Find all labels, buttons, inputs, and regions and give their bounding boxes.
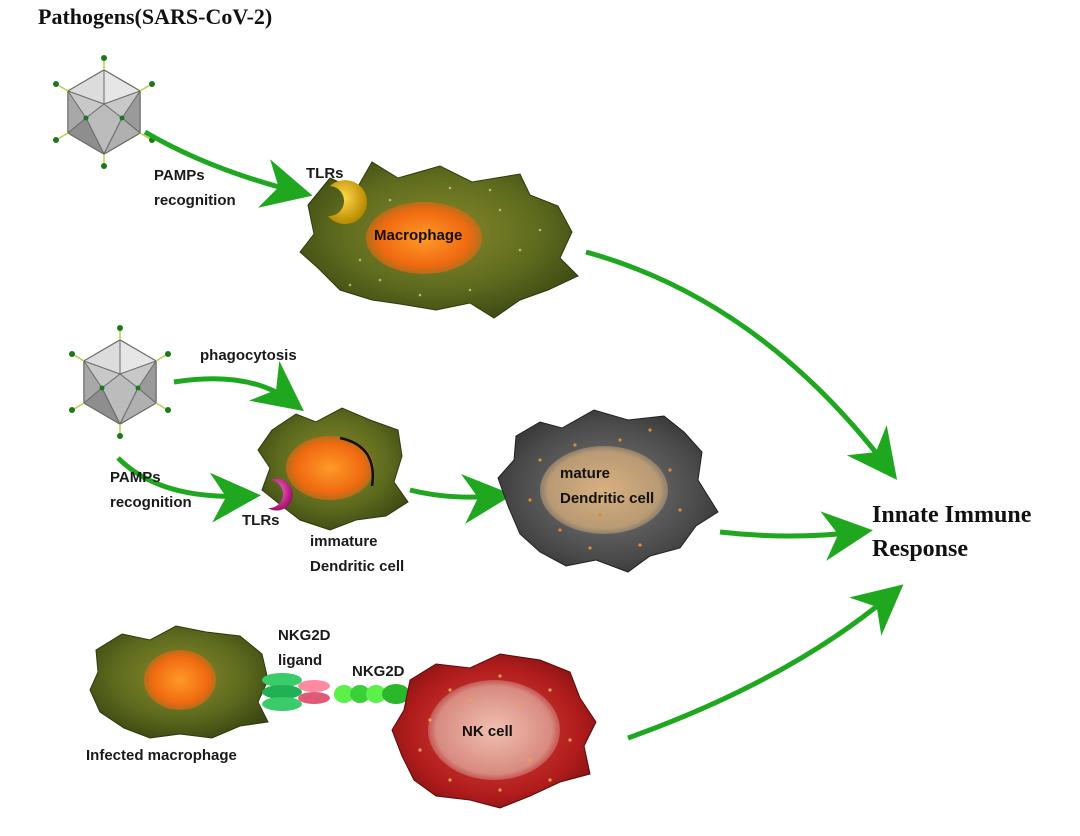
nkg2d-ligand-label-line2: ligand (278, 652, 322, 669)
innate-response-label-line1: Innate Immune (872, 502, 1032, 528)
macrophage-nucleus (366, 202, 482, 274)
tlr-receptor-middle (268, 478, 293, 511)
tlrs-label-top: TLRs (306, 165, 344, 182)
mature-dc-label-line1: mature (560, 465, 610, 482)
virus-icon-middle (68, 324, 172, 440)
immature-dc-nucleus (286, 436, 374, 500)
nk-cell-core (428, 680, 560, 780)
nkg2d-ligand (262, 673, 330, 711)
macrophage-cell (299, 161, 579, 319)
macrophage-to-response-arrow (585, 249, 898, 480)
innate-response-label-line2: Response (872, 536, 968, 562)
pamps-recognition-arrow-top (143, 129, 313, 208)
immature-dendritic-cell (257, 407, 409, 531)
pamps-label-top-line2: recognition (154, 192, 236, 209)
infected-macrophage-label: Infected macrophage (86, 747, 237, 764)
tlrs-label-middle: TLRs (242, 512, 280, 529)
nk-cell (391, 653, 597, 809)
pamps-recognition-arrow-middle (116, 456, 261, 523)
nk-cell-label: NK cell (462, 723, 513, 740)
pamps-label-top-line1: PAMPs (154, 167, 205, 184)
infected-macrophage-cell (89, 625, 269, 739)
mature-dc-label-line2: Dendritic cell (560, 490, 654, 507)
nkg2d-label: NKG2D (352, 663, 405, 680)
nkg2d-ligand-label-line1: NKG2D (278, 627, 331, 644)
maturation-arrow (409, 473, 513, 524)
dc-to-response-arrow (719, 511, 873, 561)
phagocytosis-label: phagocytosis (200, 347, 297, 364)
mature-dendritic-cell (497, 409, 719, 573)
mature-dc-core (540, 446, 668, 534)
infected-macrophage-nucleus (144, 650, 216, 710)
immature-dc-label-line1: immature (310, 533, 378, 550)
virus-icon-top (52, 54, 156, 170)
pamps-label-mid-line2: recognition (110, 494, 192, 511)
tlr-receptor-top (328, 180, 368, 225)
nkg2d-receptor (334, 684, 410, 704)
immature-dc-label-line2: Dendritic cell (310, 558, 404, 575)
diagram-title: Pathogens(SARS-CoV-2) (38, 4, 272, 29)
pamps-label-mid-line1: PAMPs (110, 469, 161, 486)
phagocytosis-arrow (173, 360, 304, 412)
nk-to-response-arrow (627, 584, 904, 741)
macrophage-label: Macrophage (374, 227, 462, 244)
